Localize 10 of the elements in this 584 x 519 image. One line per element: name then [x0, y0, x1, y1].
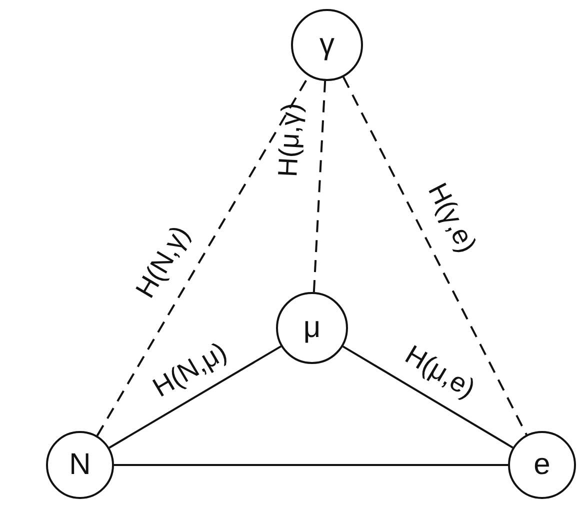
node-label: e — [534, 450, 550, 480]
line — [114, 464, 508, 466]
dashed-line — [312, 80, 326, 292]
dashed-line — [342, 76, 528, 436]
edge-label: H(μ,γ) — [274, 102, 306, 178]
node-label: N — [69, 450, 91, 480]
line — [342, 346, 514, 448]
line — [108, 345, 282, 449]
node-label: μ — [303, 313, 321, 343]
node-label: γ — [320, 30, 334, 60]
